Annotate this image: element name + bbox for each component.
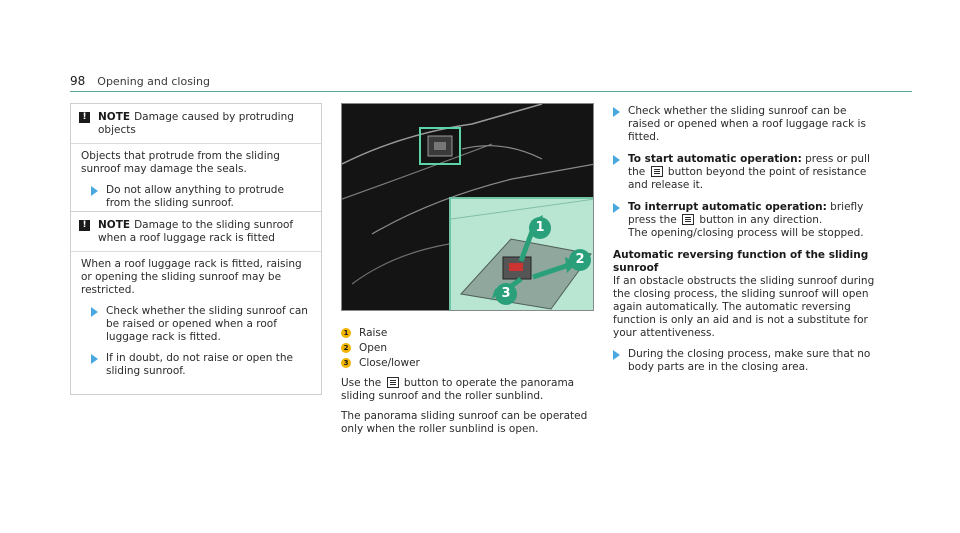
- instruction-item: To start automatic operation: press or p…: [613, 153, 875, 192]
- legend-label: Open: [359, 341, 388, 354]
- header-divider: [70, 91, 912, 92]
- instruction-text: Do not allow anything to protrude from t…: [106, 184, 284, 209]
- arrow-right-icon: [613, 107, 620, 117]
- operation-paragraph: Use the button to operate the panorama s…: [341, 377, 575, 402]
- sunroof-switch-illustration: 1 2 3: [341, 103, 594, 311]
- warning-icon: !: [79, 220, 90, 231]
- section-heading: Automatic reversing function of the slid…: [613, 249, 869, 274]
- legend-label: Raise: [359, 326, 388, 339]
- note-title: Damage to the sliding sunroof when a roo…: [98, 219, 294, 244]
- note-text: When a roof luggage rack is fitted, rais…: [81, 258, 302, 296]
- callout-2: 2: [569, 249, 591, 271]
- callout-marker: 1: [341, 328, 351, 338]
- arrow-right-icon: [613, 155, 620, 165]
- note-label: NOTE: [98, 219, 131, 231]
- instruction-text: Check whether the sliding sunroof can be…: [106, 305, 308, 343]
- arrow-right-icon: [91, 354, 98, 364]
- note-title: Damage caused by protruding objects: [98, 111, 294, 136]
- sunblind-paragraph: The panorama sliding sunroof can be oper…: [341, 410, 588, 435]
- right-column: Check whether the sliding sunroof can be…: [613, 103, 875, 383]
- instruction-text: If in doubt, do not raise or open the sl…: [106, 352, 293, 377]
- callout-1: 1: [529, 217, 551, 239]
- switch-detail-inset: 1 2 3: [449, 197, 593, 310]
- note-text: Objects that protrude from the sliding s…: [81, 150, 280, 175]
- reversing-paragraph: If an obstacle obstructs the sliding sun…: [613, 275, 875, 339]
- page-header: 98 Opening and closing: [70, 73, 912, 89]
- warning-icon: !: [79, 112, 90, 123]
- arrow-right-icon: [91, 307, 98, 317]
- arrow-right-icon: [613, 203, 620, 213]
- instruction-item: During the closing process, make sure th…: [613, 348, 875, 374]
- overhead-console-drawing: [342, 104, 593, 285]
- callout-marker: 2: [341, 343, 351, 353]
- arrow-right-icon: [613, 350, 620, 360]
- callout-marker: 3: [341, 358, 351, 368]
- figure-legend: 1 Raise 2 Open 3 Close/lower: [341, 326, 594, 371]
- callout-3: 3: [495, 283, 517, 305]
- legend-item: 2 Open: [341, 341, 594, 355]
- page-number: 98: [70, 73, 86, 88]
- sunroof-button-icon: [650, 166, 663, 177]
- note-label: NOTE: [98, 111, 131, 123]
- arrow-right-icon: [91, 186, 98, 196]
- legend-item: 1 Raise: [341, 326, 594, 340]
- sunroof-button-icon: [386, 377, 399, 388]
- instruction-item: Do not allow anything to protrude from t…: [91, 184, 311, 210]
- instruction-item: Check whether the sliding sunroof can be…: [91, 305, 311, 344]
- legend-item: 3 Close/lower: [341, 356, 594, 370]
- section-title: Opening and closing: [97, 74, 210, 88]
- legend-label: Close/lower: [359, 356, 420, 369]
- middle-text: Use the button to operate the panorama s…: [341, 377, 596, 443]
- instruction-item: To interrupt automatic operation: briefl…: [613, 201, 875, 240]
- instruction-item: Check whether the sliding sunroof can be…: [613, 105, 875, 144]
- instruction-item: If in doubt, do not raise or open the sl…: [91, 352, 311, 378]
- note-body: Objects that protrude from the sliding s…: [71, 144, 321, 226]
- sunroof-button-icon: [682, 214, 695, 225]
- note-body: When a roof luggage rack is fitted, rais…: [71, 252, 321, 394]
